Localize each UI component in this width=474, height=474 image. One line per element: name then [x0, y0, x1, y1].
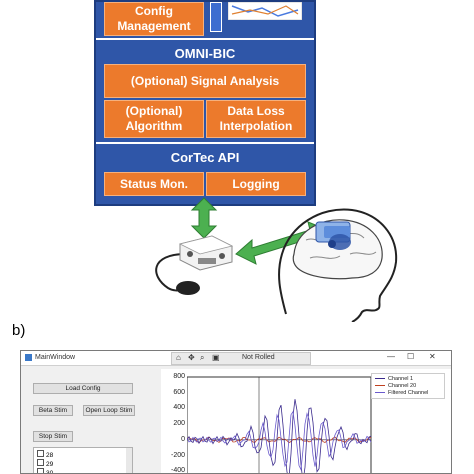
save-icon[interactable]: ▣ [212, 353, 220, 362]
electrode-grid [315, 221, 351, 250]
checkbox[interactable] [37, 450, 44, 457]
legend-item: Channel 1 [375, 376, 413, 382]
hardware-illustration [155, 197, 398, 322]
algorithm-block: (Optional) Algorithm [104, 100, 204, 138]
zoom-icon[interactable]: ⌕ [200, 353, 205, 362]
config-indicator [210, 2, 222, 32]
pan-icon[interactable]: ✥ [188, 353, 195, 362]
signal-analysis-block: (Optional) Signal Analysis [104, 64, 306, 98]
maximize-button[interactable]: ☐ [407, 352, 415, 361]
y-tick-label: 400 [173, 404, 185, 412]
legend-label: Channel 1 [388, 376, 414, 382]
list-item[interactable]: 29 [37, 459, 53, 468]
legend-swatch [375, 384, 385, 387]
y-tick-label: 800 [173, 373, 185, 380]
data-loss-interpolation-block: Data Loss Interpolation [206, 100, 306, 138]
list-item[interactable]: 28 [37, 450, 53, 459]
window-icon [25, 354, 32, 361]
legend-label: Channel 20 [388, 383, 417, 389]
main-window: MainWindow ⌂ ✥ ⌕ ▣ Not Rolled — ☐ ✕ Load… [20, 350, 452, 474]
window-titlebar: MainWindow ⌂ ✥ ⌕ ▣ Not Rolled — ☐ ✕ [21, 351, 451, 366]
list-item-label: 28 [46, 452, 54, 459]
legend-item: Filtered Channel [375, 390, 428, 396]
logging-block: Logging [206, 172, 306, 196]
checkbox[interactable] [37, 468, 44, 473]
y-tick-label: 600 [173, 388, 185, 396]
plot-frame [187, 376, 372, 473]
omni-bic-title: OMNI-BIC [174, 46, 236, 61]
sensor-puck [176, 281, 200, 295]
open-loop-stim-button[interactable]: Open Loop Stim [83, 405, 135, 416]
vertical-double-arrow-icon [190, 197, 218, 239]
legend-swatch [375, 391, 385, 394]
software-stack: Config Management OMNI-BIC (Optional) Si… [94, 0, 316, 206]
trace-channel-20 [187, 436, 372, 444]
cortec-api-title: CorTec API [170, 150, 240, 165]
trace-filtered-channel [187, 410, 372, 472]
y-tick-label: -400 [170, 467, 185, 474]
panel-label: b) [12, 322, 26, 339]
window-title: MainWindow [35, 354, 76, 361]
implant-device [178, 235, 234, 271]
y-tick-label: 0 [181, 435, 185, 443]
list-item[interactable]: 30 [37, 468, 54, 474]
list-item-label: 30 [46, 470, 54, 474]
trace-channel-1 [187, 399, 372, 473]
scrollbar[interactable] [126, 448, 132, 473]
minimize-button[interactable]: — [387, 352, 395, 361]
plot-toolbar: ⌂ ✥ ⌕ ▣ Not Rolled [171, 352, 311, 365]
legend-label: Filtered Channel [388, 390, 429, 396]
beta-stim-button[interactable]: Beta Stim [33, 405, 73, 416]
head-outline [278, 208, 398, 322]
home-icon[interactable]: ⌂ [176, 353, 181, 362]
y-tick-label: 200 [173, 420, 185, 428]
signal-plot [187, 376, 372, 473]
load-config-button[interactable]: Load Config [33, 383, 133, 394]
toolbar-status: Not Rolled [242, 354, 275, 361]
y-tick-label: -200 [170, 451, 185, 459]
status-monitor-block: Status Mon. [104, 172, 204, 196]
channel-list[interactable]: 28 29 30 [33, 447, 133, 474]
legend-swatch [375, 377, 385, 380]
config-management-block: Config Management [104, 2, 204, 36]
checkbox[interactable] [37, 459, 44, 466]
stop-stim-button[interactable]: Stop Stim [33, 431, 73, 442]
legend-item: Channel 20 [375, 383, 416, 389]
list-item-label: 29 [46, 461, 54, 468]
close-button[interactable]: ✕ [429, 352, 436, 361]
config-plot-thumbnail [228, 2, 302, 20]
